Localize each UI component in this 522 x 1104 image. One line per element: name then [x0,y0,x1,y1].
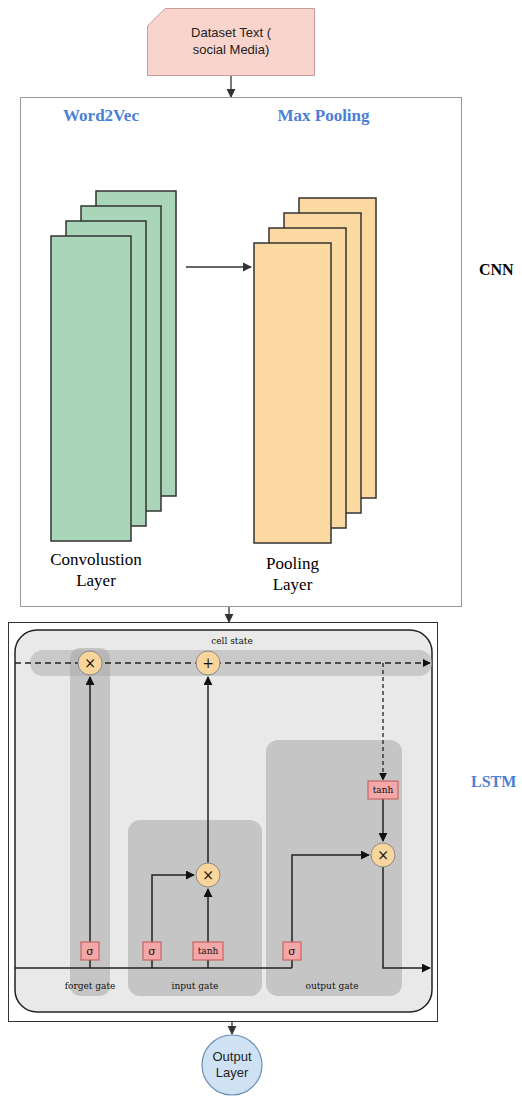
convolution-stack: Word2VecConvolustion Layer [46,106,186,596]
node-text: Dataset Text ( social Media) [181,25,281,59]
add-node [196,651,220,675]
gate-label: output gate [306,982,359,991]
tanh-to-product-wire [382,799,384,841]
multiply-node [78,651,102,675]
node-text: Convolustion Layer [46,549,146,592]
convolution-stack-outline [46,106,186,596]
lstm-block: LSTM [8,622,438,1022]
cell-body [15,630,432,1012]
node-text: CNN [479,261,514,279]
activation-label: σ [148,946,156,957]
output-sigma-wire [292,855,369,942]
input-tanh-wire [207,889,209,942]
operator-symbol: × [202,868,214,882]
sigma-box [143,942,161,960]
pooling-stack-outline [251,106,396,596]
forget-wire [89,677,91,942]
document-shape [148,9,315,76]
sigma-box [283,942,301,960]
cell-state-line [15,662,430,663]
gate-label: input gate [172,982,219,991]
gate-label: forget gate [65,982,116,991]
input-sigma-wire [152,875,194,942]
activation-label: σ [86,946,94,957]
output-gate-region [266,740,402,996]
flow-arrow [228,607,229,622]
input-gate-region [128,820,262,996]
operator-symbol: × [84,656,96,670]
operator-symbol: × [377,848,389,862]
activation-label: σ [288,946,296,957]
flow-arrow [230,76,231,97]
input-product-wire [207,677,209,863]
tanh-box [368,781,398,799]
state-label: cell state [211,637,253,646]
circle-shape [202,1035,262,1095]
multiply-node [196,863,220,887]
input-document: Dataset Text ( social Media) [147,8,315,76]
flow-arrow [231,1022,232,1034]
multiply-node [371,843,395,867]
flow-arrow [186,266,251,267]
activation-label: tanh [198,947,219,956]
sigma-box [81,942,99,960]
output-circle: Output Layer [201,1034,263,1096]
node-text: Max Pooling [251,106,396,126]
pooling-stack: Max PoolingPooling Layer [251,106,396,596]
gate-stubs [90,960,292,968]
lstm-block-outline [9,623,439,1023]
node-text: Pooling Layer [254,553,331,596]
forget-gate-region [70,648,110,996]
node-text: LSTM [471,773,516,791]
node-text: Word2Vec [46,106,156,126]
feature-map [51,236,131,541]
feature-map [254,243,331,543]
input-line [15,967,292,969]
activation-label: tanh [373,786,394,795]
cnn-block: CNNWord2VecConvolustion LayerMax Pooling… [20,97,462,607]
hidden-output-wire [383,867,430,968]
tanh-box [193,942,223,960]
node-text: Output Layer [203,1049,261,1080]
cell-to-tanh-wire [382,663,383,780]
operator-symbol: + [202,656,214,670]
